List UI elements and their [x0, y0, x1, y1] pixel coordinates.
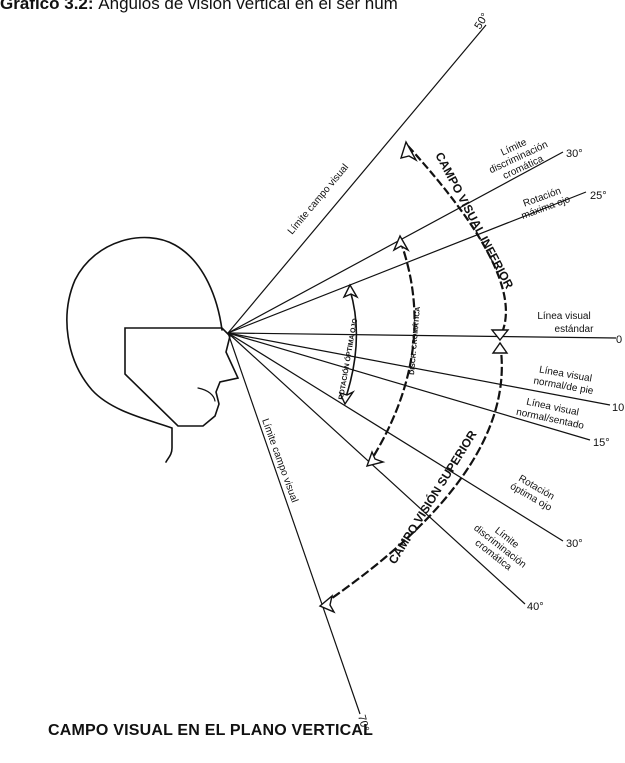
deg-50-up: 50° [472, 11, 491, 31]
ear [198, 388, 215, 401]
deg-15-down: 15° [593, 437, 610, 449]
diagram-caption: CAMPO VISUAL EN EL PLANO VERTICAL [48, 722, 373, 740]
deg-30-down: 30° [566, 538, 583, 550]
linea-std-line-2: estándar [555, 324, 595, 335]
arrowhead-icon [320, 596, 334, 612]
linea-std-line-1: Línea visual [537, 311, 590, 322]
face-visor [125, 328, 238, 426]
arc-campo-superior [322, 343, 502, 605]
deg-25-up: 25° [590, 190, 607, 202]
arrowhead-icon [492, 330, 508, 340]
arrowhead-icon [493, 343, 507, 353]
deg-0: 0 [616, 334, 622, 346]
ray-30-up [228, 152, 563, 333]
deg-40-down: 40° [527, 601, 544, 613]
deg-30-up: 30° [566, 148, 583, 160]
label-rotacion-optima: ROTACIÓN ÓPTIMA OJO [336, 317, 359, 400]
label-discr-cromatica: DISCR. CROMÁTICA [407, 306, 422, 375]
label-campo-superior: CAMPO VISIÓN SUPERIOR [385, 427, 480, 566]
arc-discr-cromatica [370, 240, 415, 462]
arrowhead-icon [394, 236, 408, 250]
label-limite-inferior: Límite campo visual [259, 417, 300, 504]
head-outline [67, 238, 222, 462]
deg-10-down: 10 [612, 402, 624, 414]
